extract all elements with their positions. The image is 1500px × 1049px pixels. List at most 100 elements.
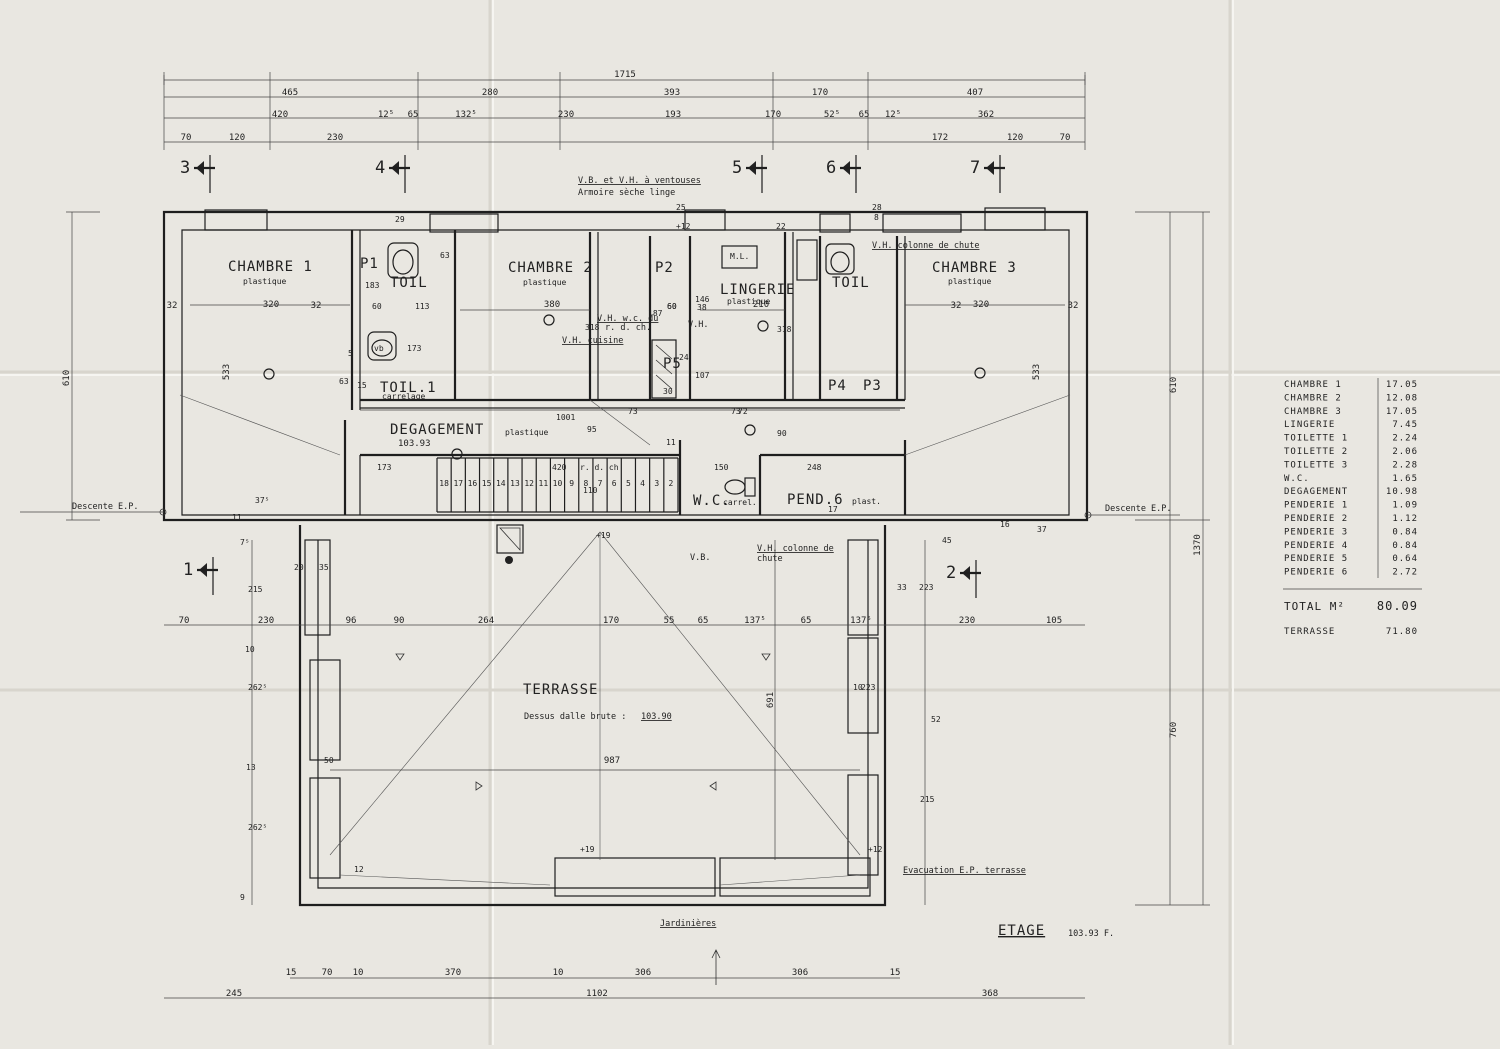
basin-icon [387,242,419,279]
dim-misc-6: 1001 [556,413,575,422]
dim-misc-50: 22 [776,222,786,231]
dim-misc-53: 45 [942,536,952,545]
dim-bottom-row1-7: 15 [890,968,901,978]
note-rdch-stair: r. d. ch [580,463,619,472]
dim-misc-14: 248 [807,463,822,472]
small-toil-a: TOIL [390,275,428,291]
dim-bottom-row1-6: 306 [792,968,808,978]
light-point-icon [744,424,756,436]
surface-terrasse-label: TERRASSE [1284,627,1335,637]
stair-step-5: 5 [626,479,631,488]
dim-misc-44: +19 [596,531,611,540]
stair-step-16: 16 [468,479,478,488]
dim-misc-40: 33 [897,583,907,592]
etage-level: 103.93 F. [1068,929,1114,939]
dim-misc-47: 25 [676,203,686,212]
stair-step-8: 8 [583,479,588,488]
note-vh-short: V.H. [688,320,708,330]
dim-top-row2-0: 465 [282,88,298,98]
stair-step-15: 15 [482,479,492,488]
room-chambre-2-finish: plastique [523,278,567,287]
stair-step-7: 7 [598,479,603,488]
room-wc-finish: carrel. [723,498,757,507]
surface-name-7: W.C. [1284,474,1310,484]
dim-room-width-3: 320 [973,300,989,310]
light-point-icon [757,320,769,332]
dim-misc-61: 9 [240,893,245,902]
surface-name-1: CHAMBRE 2 [1284,393,1342,403]
dim-mid-5: 170 [603,616,619,626]
surface-value-7: 1.65 [1392,474,1418,484]
plan-notes: V.B. et V.H. à ventouses Armoire sèche l… [20,176,1180,876]
dim-misc-58: 13 [246,763,256,772]
dim-top-row4-left-0: 70 [181,133,192,143]
dim-top-row2-1: 280 [482,88,498,98]
dim-top-row2-2: 393 [664,88,680,98]
stair-step-6: 6 [612,479,617,488]
surface-value-0: 17.05 [1386,380,1418,390]
surface-value-11: 0.84 [1392,527,1418,537]
dim-left-610: 610 [62,370,72,386]
dim-side-32-0: 32 [167,301,178,311]
surface-value-1: 12.08 [1386,393,1418,403]
dim-bottom-row1-3: 370 [445,968,461,978]
stair-step-11: 11 [539,479,549,488]
dim-top-row2-4: 407 [967,88,983,98]
surface-value-12: 0.84 [1392,541,1418,551]
basin-icon [825,243,855,275]
stair-step-18: 18 [439,479,449,488]
stair-step-17: 17 [453,479,463,488]
dim-misc-32: 35 [319,563,329,572]
dim-terrasse-987: 987 [604,756,620,766]
small-p3: P3 [863,378,882,394]
light-point-icon [974,367,986,379]
dim-mid-2: 96 [346,616,357,626]
stair-step-12: 12 [524,479,534,488]
surface-name-14: PENDERIE 6 [1284,568,1348,578]
surface-name-10: PENDERIE 2 [1284,514,1348,524]
dim-misc-45: +12 [868,845,883,854]
dim-misc-38: 223 [861,683,876,692]
dim-top-row3-0: 420 [272,110,288,120]
surface-value-13: 0.64 [1392,554,1418,564]
dim-top-row3-8: 65 [859,110,870,120]
dim-terrasse-691: 691 [766,692,776,708]
dim-misc-16: 187 [648,309,663,318]
dim-misc-4: 173 [407,344,422,353]
surface-value-2: 17.05 [1386,407,1418,417]
dim-misc-27: 17 [828,505,838,514]
section-marker-2: 2 [946,560,981,598]
surface-value-4: 2.24 [1392,434,1418,444]
dim-room-width-2: 210 [753,300,769,310]
dim-bottom-row1-4: 10 [553,968,564,978]
dim-mid-10: 137⁵ [850,616,872,626]
dim-top-row4-right-0: 172 [932,133,948,143]
dim-misc-15: 150 [714,463,729,472]
section-number: 3 [180,158,190,178]
dim-misc-30: 15 [357,381,367,390]
dim-mid-9: 65 [801,616,812,626]
dim-misc-39: 223 [919,583,934,592]
room-terrasse: TERRASSE [523,682,598,698]
stair-step-10: 10 [553,479,563,488]
dim-misc-17: 146 [695,295,710,304]
surface-name-6: TOILETTE 3 [1284,460,1348,470]
dim-mid-1: 230 [258,616,274,626]
dim-top-row4-left-1: 120 [229,133,245,143]
dim-top-row3-9: 12⁵ [885,110,901,120]
dim-bottom-row1-5: 306 [635,968,651,978]
dim-top-row3-1: 12⁵ [378,110,394,120]
jardinieres: Jardinières [660,918,716,929]
dim-misc-35: 262⁵ [248,823,267,832]
dim-misc-33: 215 [248,585,263,594]
dim-mid-6: 55 [664,616,675,626]
dim-side-32-2: 32 [951,301,962,311]
dim-mid-4: 264 [478,616,494,626]
stair-step-14: 14 [496,479,506,488]
dim-side-32-3: 32 [1068,301,1079,311]
dim-bottom-row1-2: 10 [353,968,364,978]
